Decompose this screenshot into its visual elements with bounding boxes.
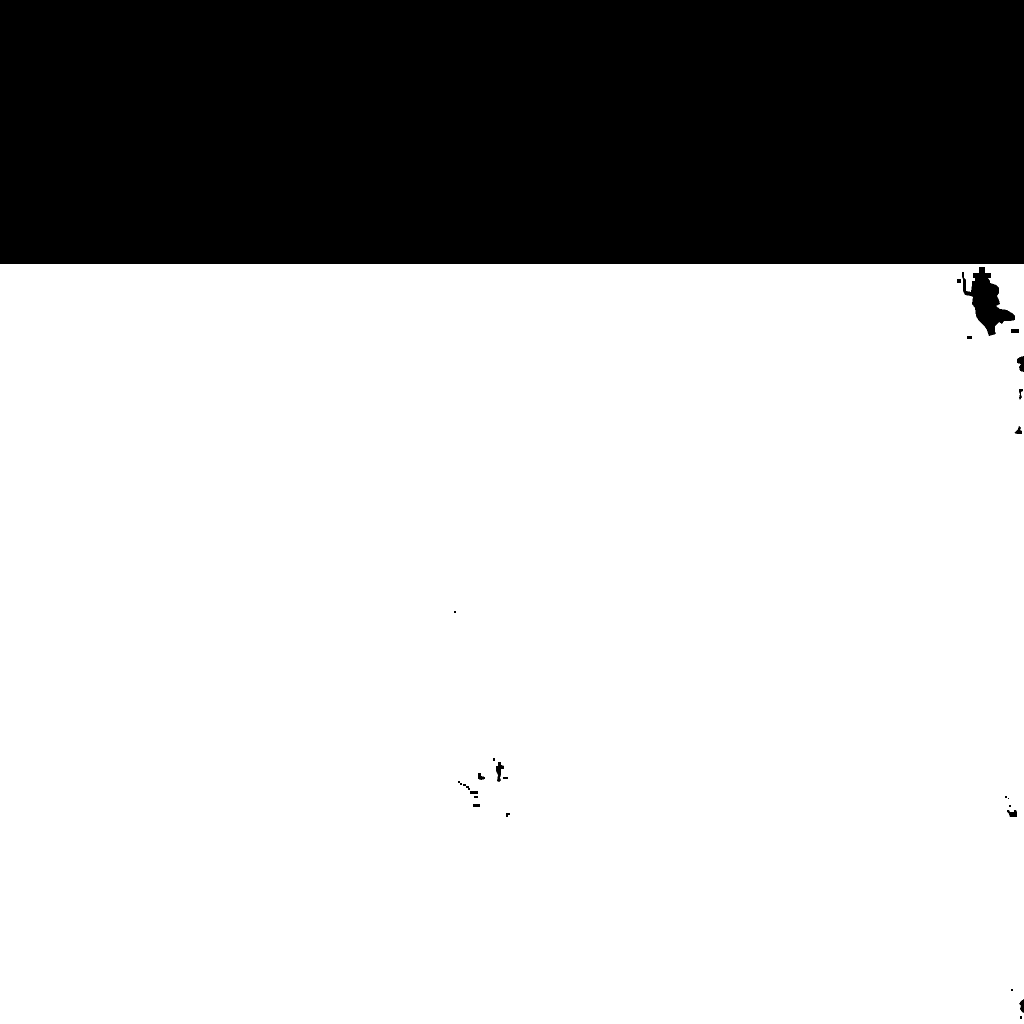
cluster-dash-long — [470, 791, 478, 794]
right-edge-blob-upper — [1017, 356, 1024, 372]
cluster-diag-dash-2 — [466, 786, 469, 788]
figure-bottom-speck — [967, 336, 972, 339]
right-edge-arrow-speck — [1014, 426, 1022, 434]
figure-left-speck — [957, 279, 961, 283]
figure-blob-main — [962, 267, 1015, 336]
cluster-speck-2 — [460, 783, 462, 785]
cluster-dash-right — [503, 777, 508, 779]
cluster-h-blob — [478, 773, 485, 780]
center-dot — [454, 611, 456, 613]
right-mid-dot-3 — [1009, 805, 1011, 807]
cluster-speck-1 — [458, 781, 460, 783]
cluster-diag-dash-1 — [463, 784, 466, 786]
cluster-t-blob — [496, 762, 504, 782]
figure-right-dash — [1011, 329, 1019, 333]
bottom-right-dot-2 — [1020, 1016, 1022, 1019]
right-mid-hook — [1007, 810, 1017, 817]
right-edge-squiggle — [1019, 389, 1023, 400]
cluster-dash-small — [474, 796, 478, 798]
top-black-band — [0, 0, 1024, 264]
cluster-dot-top — [493, 758, 495, 761]
right-mid-dot-1 — [1005, 796, 1007, 798]
cluster-corner-speck — [506, 813, 510, 817]
right-mid-dot-2 — [1008, 798, 1009, 799]
bottom-right-edge-wedge — [1019, 999, 1024, 1013]
cluster-diag-dash-3 — [468, 788, 470, 790]
cluster-dash-lower — [473, 804, 480, 807]
bottom-right-dot-1 — [1011, 989, 1013, 991]
